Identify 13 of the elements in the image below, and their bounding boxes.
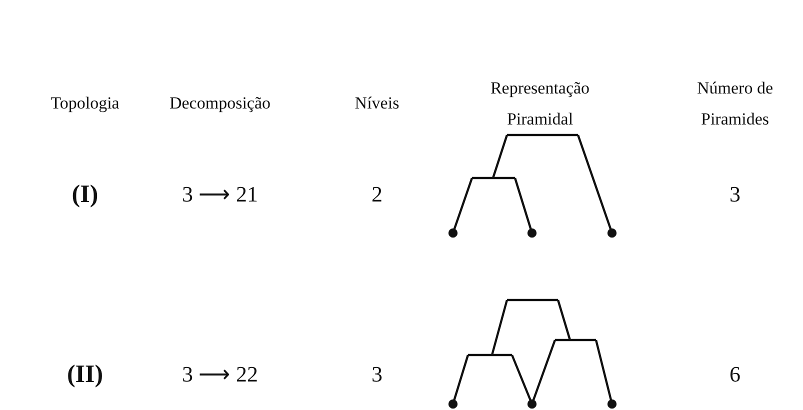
level-count: 3 <box>372 360 382 389</box>
column-header: Representação Piramidal <box>490 78 590 131</box>
column-header: Topologia <box>50 92 120 114</box>
row-label: (II) <box>66 360 104 390</box>
column-header: Decomposição <box>169 92 271 114</box>
column-header: Número de Piramides <box>696 78 774 131</box>
pyramid-count: 6 <box>730 360 740 389</box>
column-header: Níveis <box>354 92 400 114</box>
level-count: 2 <box>372 180 382 209</box>
decomposition-value: 3 ⟶ 21 <box>182 180 258 209</box>
row-label: (I) <box>72 180 98 210</box>
decomposition-value: 3 ⟶ 22 <box>182 360 258 389</box>
pyramid-count: 3 <box>730 180 740 209</box>
